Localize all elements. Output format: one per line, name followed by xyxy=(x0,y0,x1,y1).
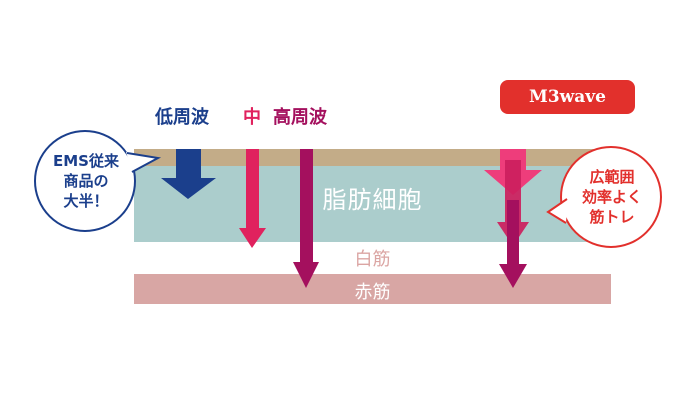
m3wave-badge: M3wave xyxy=(500,80,635,114)
mid-frequency-arrow xyxy=(239,149,266,248)
mid-frequency-label: 中 xyxy=(243,107,261,128)
fat-cell-label: 脂肪細胞 xyxy=(322,186,423,214)
right-bubble-text: 広範囲 効率よく 筋トレ xyxy=(566,167,658,227)
left-speech-bubble xyxy=(34,130,162,232)
low-frequency-label: 低周波 xyxy=(155,107,209,128)
right-bubble-line: 広範囲 xyxy=(589,168,635,186)
left-bubble-line: 商品の xyxy=(63,172,109,190)
m3wave-arrow-long xyxy=(499,200,527,288)
red-muscle-layer xyxy=(134,274,611,304)
left-bubble-line: 大半！ xyxy=(63,192,109,210)
white-muscle-label: 白筋 xyxy=(354,249,391,270)
low-frequency-arrow xyxy=(161,149,216,199)
left-bubble-line: EMS従来 xyxy=(53,152,119,170)
right-bubble-line: 効率よく xyxy=(581,188,642,206)
high-frequency-arrow xyxy=(293,149,319,288)
red-muscle-label: 赤筋 xyxy=(354,282,391,303)
right-bubble-line: 筋トレ xyxy=(589,208,635,226)
right-speech-bubble xyxy=(546,146,662,248)
left-bubble-text: EMS従来 商品の 大半！ xyxy=(40,151,132,211)
high-frequency-label: 高周波 xyxy=(273,107,327,128)
